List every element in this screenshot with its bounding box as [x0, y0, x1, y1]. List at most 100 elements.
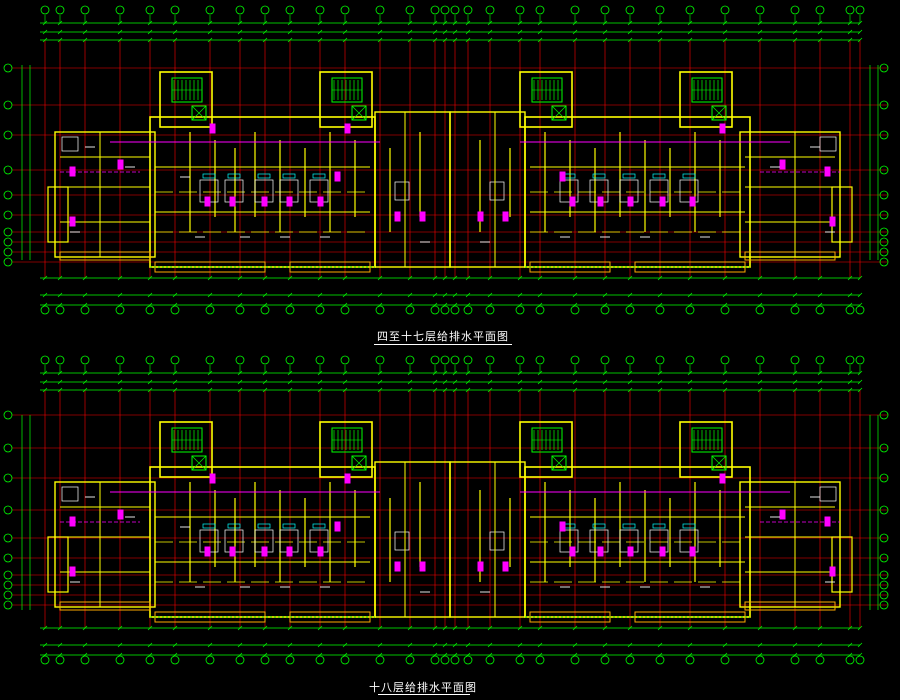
axis-bubble-side: [3, 473, 13, 483]
dimension-tick: [317, 625, 323, 631]
dimension-tick: [792, 37, 798, 43]
axis-bubble: [55, 355, 65, 365]
dimension-tick: [82, 642, 88, 648]
dimension-tick: [452, 275, 458, 281]
drain-pipe: [229, 196, 236, 207]
dimension-tick: [487, 292, 493, 298]
upper-plan-title-underline: [374, 344, 512, 345]
dimension-tick: [287, 642, 293, 648]
stair-tower: [159, 421, 213, 478]
kitchen-fixture: [489, 181, 505, 201]
axis-bubble: [375, 655, 385, 665]
axis-bubble-side: [3, 190, 13, 200]
core-right: [449, 111, 526, 268]
axis-bubble-side: [3, 247, 13, 257]
axis-bubble: [815, 355, 825, 365]
axis-bubble: [515, 5, 525, 15]
dimension-tick: [857, 379, 863, 385]
bathroom-fixture: [649, 529, 669, 553]
drain-pipe: [824, 516, 831, 527]
dimension-tick: [537, 29, 543, 35]
dimension-tick: [262, 642, 268, 648]
dimension-tick: [117, 625, 123, 631]
dimension-tick: [452, 642, 458, 648]
axis-bubble: [570, 355, 580, 365]
dimension-tick: [377, 642, 383, 648]
lower-plan-title: 十八层给排水平面图: [369, 681, 477, 694]
drain-pipe: [597, 196, 604, 207]
axis-bubble: [600, 355, 610, 365]
dimension-tick: [117, 379, 123, 385]
dimension-tick: [287, 37, 293, 43]
window: [312, 173, 326, 179]
dimension-tick: [432, 292, 438, 298]
axis-bubble: [55, 655, 65, 665]
dimension-tick: [407, 625, 413, 631]
window: [202, 173, 216, 179]
dimension-tick: [757, 387, 763, 393]
axis-bubble: [485, 655, 495, 665]
dimension-tick: [117, 275, 123, 281]
axis-bubble: [375, 355, 385, 365]
axis-bubble: [790, 305, 800, 315]
drain-pipe: [559, 171, 566, 182]
dimension-tick: [857, 37, 863, 43]
dimension-tick: [407, 292, 413, 298]
axis-bubble-side: [879, 130, 889, 140]
dimension-tick: [487, 379, 493, 385]
dimension-tick: [342, 275, 348, 281]
dimension-tick: [572, 642, 578, 648]
dimension-tick: [465, 275, 471, 281]
axis-bubble: [515, 655, 525, 665]
axis-bubble: [55, 305, 65, 315]
elevator-shaft: [351, 105, 367, 121]
kitchen-fixture: [61, 136, 79, 152]
dimension-tick: [57, 625, 63, 631]
axis-bubble: [570, 655, 580, 665]
wing-left: [54, 481, 156, 608]
dimension-tick: [207, 275, 213, 281]
window: [227, 523, 241, 529]
axis-bubble: [205, 5, 215, 15]
axis-bubble-side: [3, 237, 13, 247]
dimension-tick: [342, 29, 348, 35]
dimension-tick: [42, 387, 48, 393]
dimension-tick: [147, 642, 153, 648]
axis-bubble: [485, 5, 495, 15]
dimension-tick: [792, 29, 798, 35]
dimension-tick: [487, 642, 493, 648]
dimension-tick: [262, 275, 268, 281]
drain-pipe: [204, 546, 211, 557]
dimension-tick: [237, 29, 243, 35]
dimension-tick: [442, 292, 448, 298]
dimension-tick: [487, 29, 493, 35]
dimension-tick: [432, 387, 438, 393]
window: [622, 173, 636, 179]
dimension-tick: [407, 37, 413, 43]
elevator-shaft: [711, 455, 727, 471]
dimension-tick: [172, 275, 178, 281]
drain-pipe: [627, 546, 634, 557]
wing-right: [739, 481, 841, 608]
axis-bubble-side: [3, 410, 13, 420]
dimension-tick: [572, 387, 578, 393]
dimension-tick: [117, 37, 123, 43]
axis-bubble-side: [3, 210, 13, 220]
dimension-tick: [847, 642, 853, 648]
axis-bubble: [285, 355, 295, 365]
dimension-tick: [442, 642, 448, 648]
axis-bubble: [463, 655, 473, 665]
drain-pipe: [209, 473, 216, 484]
axis-bubble: [855, 305, 865, 315]
axis-bubble: [145, 355, 155, 365]
axis-bubble: [340, 305, 350, 315]
dimension-tick: [537, 387, 543, 393]
dimension-tick: [207, 379, 213, 385]
drain-pipe: [419, 211, 426, 222]
axis-bubble: [405, 655, 415, 665]
dimension-tick: [657, 642, 663, 648]
balcony: [744, 601, 836, 611]
dimension-tick: [465, 379, 471, 385]
elevator-shaft: [551, 455, 567, 471]
dimension-tick: [42, 379, 48, 385]
